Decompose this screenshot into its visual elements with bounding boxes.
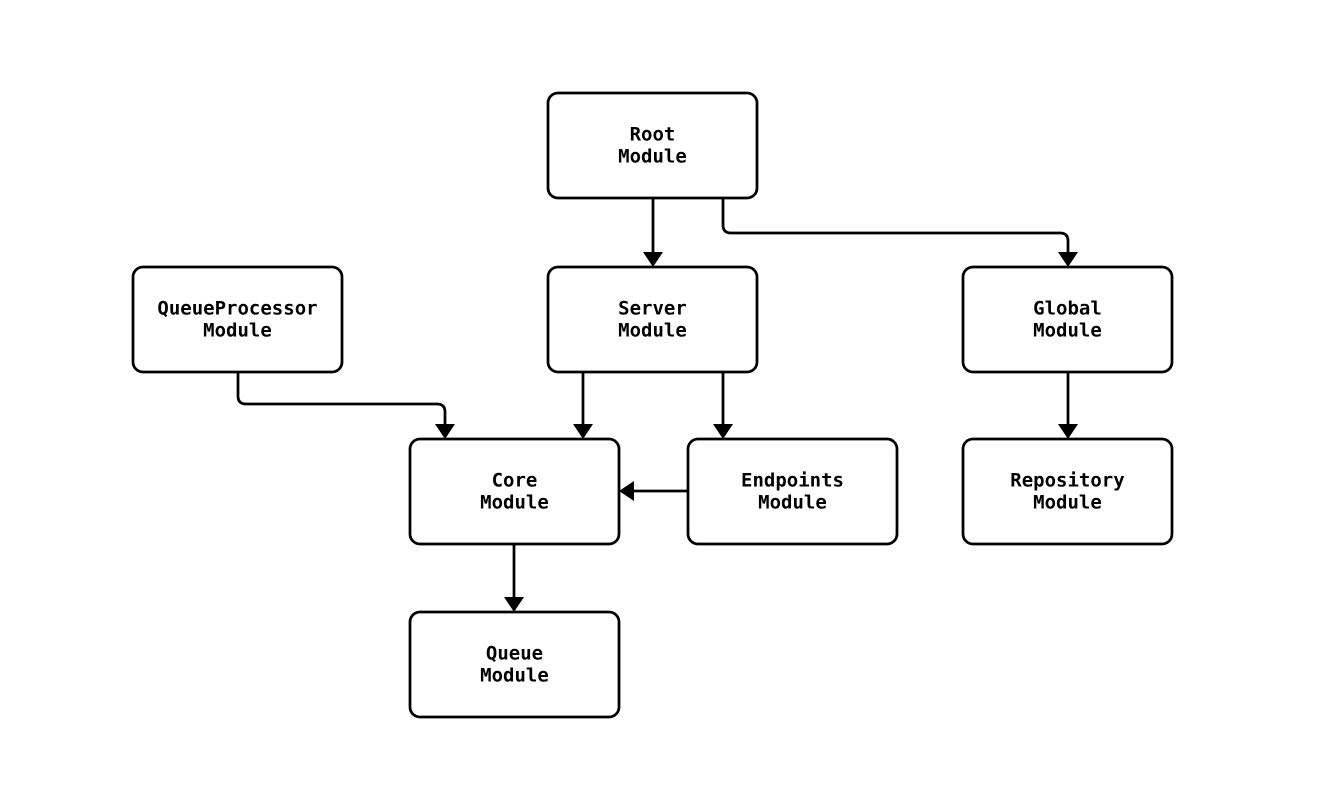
arrowhead-icon-root-server (643, 252, 663, 267)
arrowhead-icon-queueprocessor-core (435, 424, 455, 439)
node-box-endpoints (686, 437, 899, 546)
arrowhead-icon-server-endpoints (713, 424, 733, 439)
arrowhead-icon-global-repository (1058, 424, 1078, 439)
edge-server-core (573, 372, 593, 439)
edge-core-queue (504, 544, 524, 612)
node-box-server (546, 265, 759, 374)
node-box-repository (961, 437, 1174, 546)
edge-endpoints-core (619, 481, 688, 501)
node-box-root (546, 91, 759, 200)
arrowhead-icon-server-core (573, 424, 593, 439)
edge-root-global (721, 198, 1078, 267)
edge-queueprocessor-core (236, 372, 455, 439)
edge-line-root-global (721, 198, 1070, 252)
node-box-queueprocessor (131, 265, 344, 374)
edge-root-server (643, 198, 663, 267)
edge-global-repository (1058, 372, 1078, 439)
arrowhead-icon-core-queue (504, 597, 524, 612)
arrowhead-icon-endpoints-core (619, 481, 634, 501)
edge-line-queueprocessor-core (236, 372, 447, 424)
node-box-queue (408, 610, 621, 719)
node-box-global (961, 265, 1174, 374)
arrowhead-icon-root-global (1058, 252, 1078, 267)
edge-server-endpoints (713, 372, 733, 439)
node-box-core (408, 437, 621, 546)
